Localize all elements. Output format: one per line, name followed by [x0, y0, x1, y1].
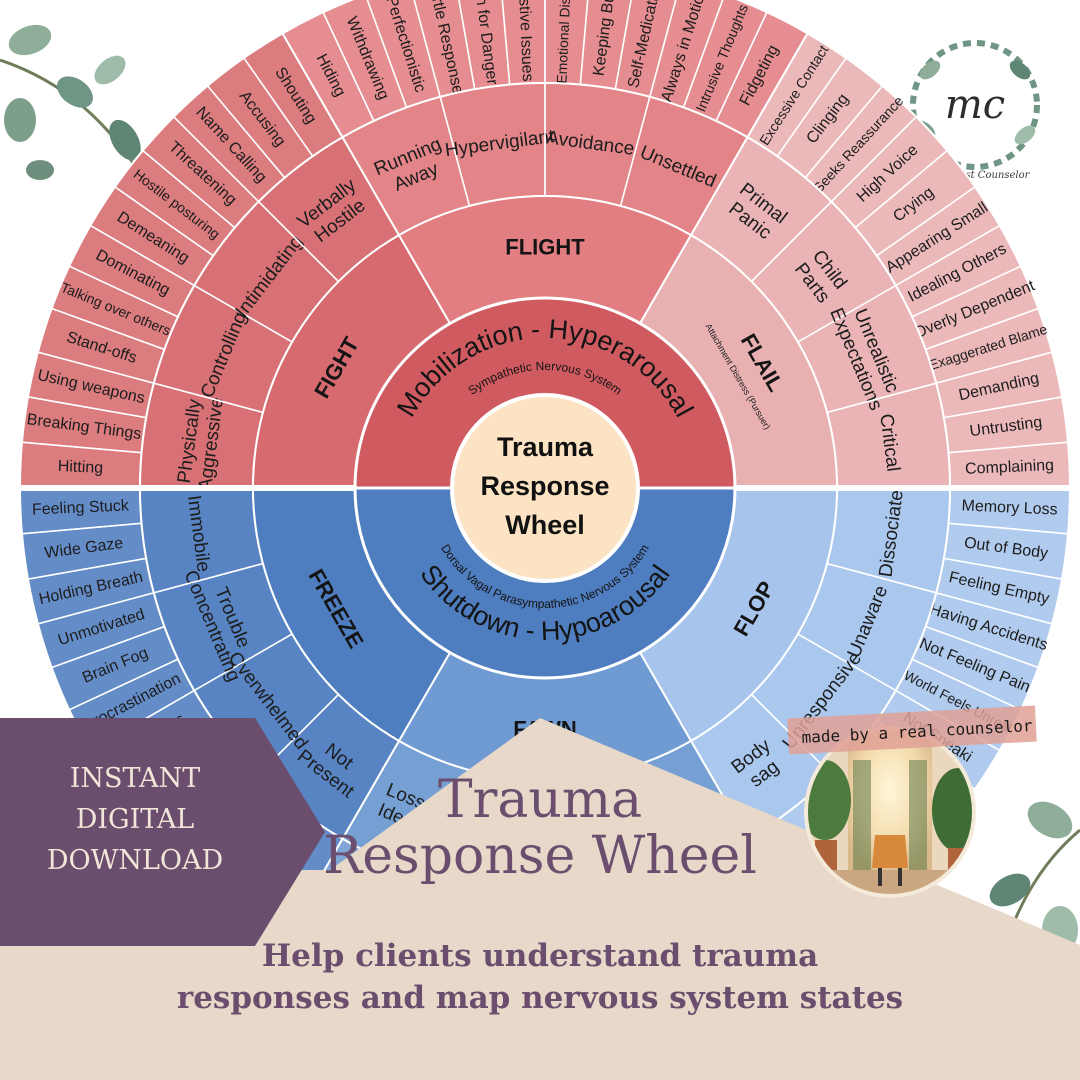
badge-line: INSTANT: [69, 763, 201, 794]
behavior-fight: Hitting: [57, 458, 103, 477]
product-title-line: Trauma: [437, 770, 643, 830]
logo-caption: Minimalist Counselor: [920, 170, 1031, 181]
behavior-flight: Digestive Issues: [514, 0, 536, 82]
behavior-freeze: Feeling Stuck: [32, 497, 131, 518]
badge-line: DIGITAL: [75, 804, 195, 835]
product-title: Trauma Response Wheel: [240, 772, 840, 884]
response-label-flight: FLIGHT: [505, 235, 585, 260]
instant-download-badge: [0, 718, 325, 946]
behavior-flail: Complaining: [965, 457, 1055, 478]
behavior-flight: Emotional Distance: [553, 0, 574, 84]
logo-monogram: mc: [945, 82, 1005, 128]
instant-download-label: INSTANT DIGITAL DOWNLOAD: [30, 758, 240, 881]
badge-line: DOWNLOAD: [46, 845, 224, 876]
product-title-line: Response Wheel: [323, 826, 757, 886]
tagline-line: responses and map nervous system states: [176, 980, 904, 1016]
product-banner-panel: [0, 718, 1080, 1080]
product-tagline: Help clients understand trauma responses…: [60, 935, 1020, 1019]
wheel-center-hub: [450, 393, 640, 583]
counseling-room-photo: [787, 705, 1037, 898]
behavior-flop: Memory Loss: [961, 497, 1058, 518]
tagline-line: Help clients understand trauma: [261, 938, 819, 974]
